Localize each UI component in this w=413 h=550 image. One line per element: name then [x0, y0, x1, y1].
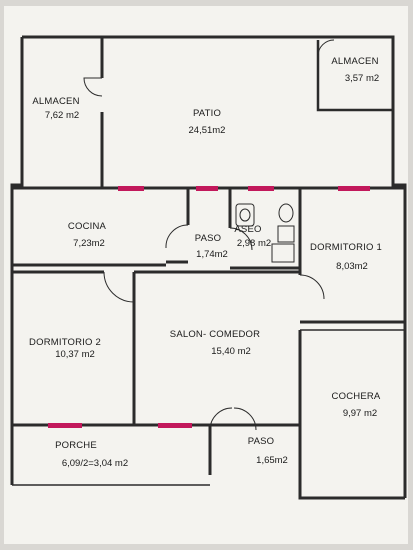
room-name-patio: PATIO: [193, 108, 221, 119]
window: [196, 186, 218, 191]
room-name-cocina: COCINA: [68, 221, 107, 232]
window: [48, 423, 82, 428]
room-area-cochera: 9,97 m2: [343, 408, 377, 419]
window: [118, 186, 144, 191]
shower-icon: [277, 225, 295, 243]
door-arc: [103, 271, 135, 303]
door-arc: [229, 227, 253, 251]
window: [338, 186, 370, 191]
room-area-aseo: 2,98 m2: [237, 238, 271, 249]
room-name-dormitorio-2: DORMITORIO 2: [29, 337, 101, 348]
room-name-cochera: COCHERA: [332, 391, 381, 402]
paper-sheet: [4, 6, 408, 544]
doors: [83, 39, 335, 431]
room-area-dormitorio-2: 10,37 m2: [55, 349, 95, 360]
door-arc: [83, 77, 103, 97]
room-labels: ALMACEN 7,62 m2 ALMACEN 3,57 m2 PATIO 24…: [29, 56, 382, 469]
sink-basin: [239, 208, 251, 222]
door-arc: [209, 407, 233, 431]
walls: [10, 35, 407, 500]
room-area-porche: 6,09/2=3,04 m2: [62, 458, 128, 469]
room-name-dormitorio-1: DORMITORIO 1: [310, 242, 382, 253]
room-name-porche: PORCHE: [55, 440, 97, 451]
bidet-icon: [271, 243, 295, 263]
room-area-paso-top: 1,74m2: [196, 249, 228, 260]
door-arc: [165, 224, 189, 249]
door-arc: [299, 274, 325, 300]
room-area-salon-comedor: 15,40 m2: [211, 346, 251, 357]
room-name-aseo: ASEO: [234, 224, 261, 235]
room-area-paso-bottom: 1,65m2: [256, 455, 288, 466]
window: [158, 423, 192, 428]
room-area-patio: 24,51m2: [189, 125, 226, 136]
room-name-salon-comedor: SALON- COMEDOR: [170, 329, 260, 340]
windows: [48, 186, 370, 428]
toilet-icon: [278, 203, 294, 223]
room-name-paso-bottom: PASO: [248, 436, 275, 447]
door-arc: [317, 39, 335, 57]
window: [248, 186, 274, 191]
door-arc: [233, 407, 257, 431]
room-area-almacen-left: 7,62 m2: [45, 110, 79, 121]
sink-icon: [235, 203, 255, 227]
room-area-dormitorio-1: 8,03m2: [336, 261, 368, 272]
room-area-cocina: 7,23m2: [73, 238, 105, 249]
room-area-almacen-right: 3,57 m2: [345, 73, 379, 84]
room-name-almacen-left: ALMACEN: [32, 96, 79, 107]
bathroom-fixtures: [235, 203, 295, 263]
room-name-almacen-right: ALMACEN: [331, 56, 378, 67]
room-name-paso-top: PASO: [195, 233, 222, 244]
